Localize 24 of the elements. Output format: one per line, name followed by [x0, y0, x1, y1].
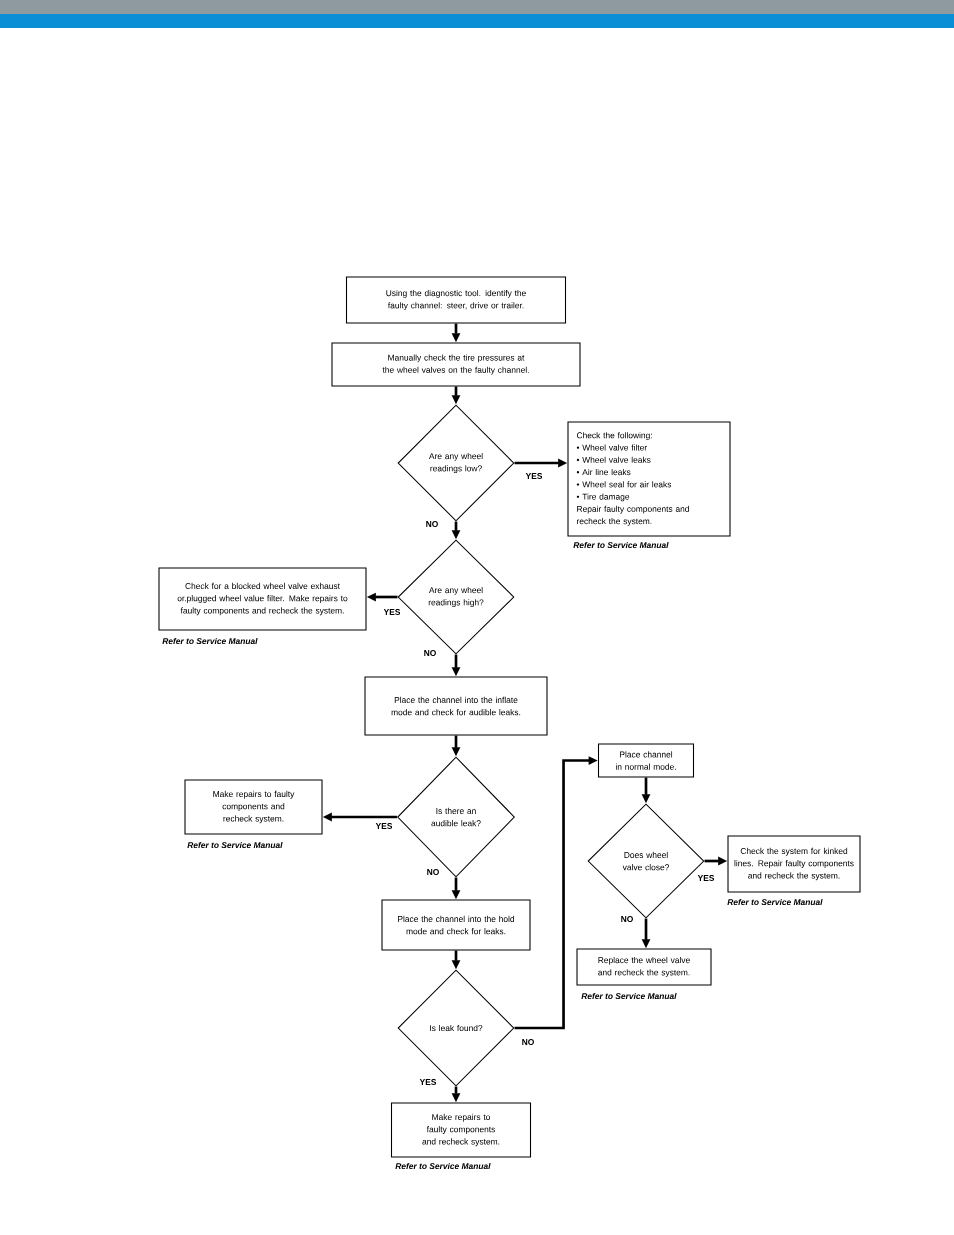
reference-note: Refer to Service Manual — [727, 898, 823, 906]
edge-label: YES — [418, 1077, 438, 1087]
process-box: Place the channel into the inflate mode and check for audible leaks. — [364, 676, 548, 736]
edge-label: YES — [374, 821, 394, 831]
reference-note: Refer to Service Manual — [187, 841, 283, 849]
process-box: Place channel in normal mode. — [597, 743, 695, 778]
edge-label: NO — [520, 1037, 536, 1047]
reference-note: Refer to Service Manual — [395, 1162, 491, 1170]
process-box: Check the system for kinked lines. Repair faulty components and recheck the system. — [727, 835, 861, 893]
process-box: Make repairs to faulty components and recheck system. — [184, 779, 323, 835]
edge-label: NO — [424, 519, 440, 529]
process-box: Place the channel into the hold mode and check for leaks. — [381, 899, 531, 951]
reference-note: Refer to Service Manual — [581, 992, 677, 1000]
process-box: Replace the wheel valve and recheck the system. — [576, 948, 712, 986]
edge-label: NO — [422, 648, 438, 658]
edge-label: NO — [425, 867, 441, 877]
process-box: Check for a blocked wheel valve exhaust or.plugged wheel value filter. Make repairs to faulty components and recheck the system. — [158, 567, 367, 631]
process-box: Using the diagnostic tool. identify the faulty channel: steer, drive or trailer. — [345, 276, 567, 324]
reference-note: Refer to Service Manual — [162, 637, 258, 645]
edge-label: YES — [524, 471, 544, 481]
process-box: Make repairs to faulty components and recheck system. — [390, 1102, 532, 1158]
reference-note: Refer to Service Manual — [573, 541, 669, 549]
process-box: Manually check the tire pressures at the wheel valves on the faulty channel. — [331, 342, 581, 387]
process-box: Check the following: • Wheel valve filter • Wheel valve leaks • Air line leaks • Wheel seal for air leaks • Tire damage Repair faulty components and recheck the system. — [567, 421, 731, 537]
